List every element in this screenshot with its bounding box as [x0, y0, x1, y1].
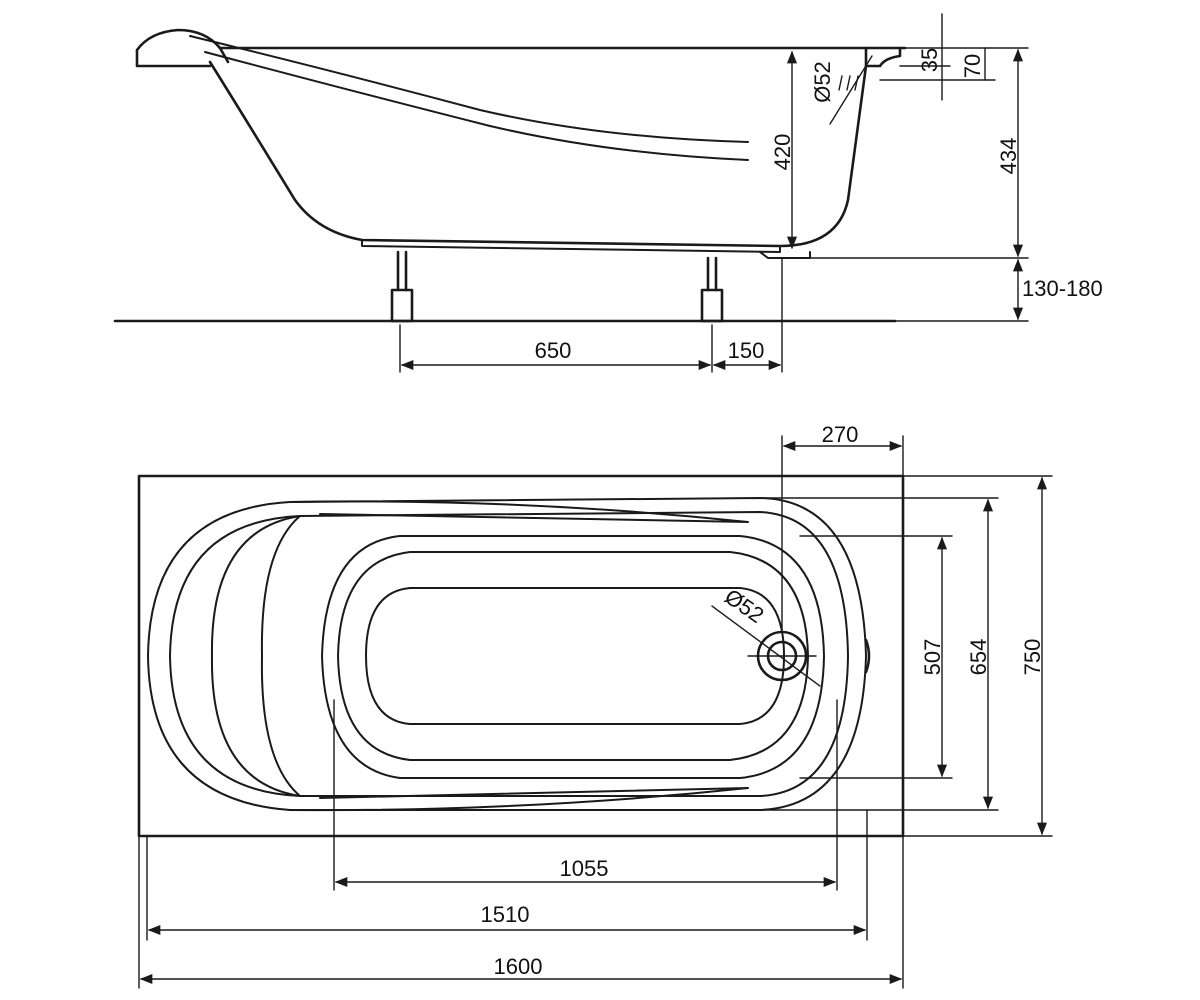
label-drain-diameter-top: Ø52 [720, 584, 768, 628]
support-frame [361, 239, 781, 253]
basin-contour-outer [321, 535, 825, 779]
label-inner-depth: 420 [770, 134, 795, 171]
label-leg-spacing: 650 [535, 338, 572, 363]
label-rim-depth: 70 [960, 54, 985, 78]
seat-contour [210, 515, 301, 797]
overflow-mark-1 [838, 75, 843, 91]
overflow-mark-2 [846, 75, 851, 91]
overflow-notch [864, 638, 871, 674]
backrest-bottom-wedge [289, 787, 749, 812]
backrest-curve-outer [189, 35, 749, 143]
side-view: 420 Ø52 434 130-180 35 70 650 150 [113, 13, 1103, 373]
label-leg-height: 130-180 [1022, 276, 1103, 301]
top-view: Ø52 270 507 654 750 1055 1510 [137, 422, 1053, 989]
basin-contour-middle [337, 551, 809, 761]
tub-outer-rect [137, 474, 905, 838]
label-inner-width: 507 [920, 639, 945, 676]
basin-floor [365, 587, 785, 725]
label-inner-length: 1055 [560, 856, 609, 881]
leg-left [390, 250, 414, 323]
leader-drain-side [829, 55, 873, 125]
leg-right [700, 256, 724, 323]
label-rim-height: 35 [917, 48, 942, 72]
tub-outer-shell [208, 60, 868, 248]
rim-lip [864, 46, 902, 68]
backrest-curve-inner [204, 51, 749, 161]
label-total-length: 1600 [494, 954, 543, 979]
drain-leader [711, 605, 821, 687]
label-drain-diameter-side: Ø52 [810, 61, 835, 103]
label-middle-length: 1510 [481, 902, 530, 927]
label-total-width: 750 [1020, 639, 1045, 676]
headrest-curl [135, 28, 230, 68]
label-middle-width: 654 [966, 639, 991, 676]
backrest-top-wedge [289, 500, 749, 523]
label-leg-offset: 150 [728, 338, 765, 363]
drain-foot [759, 251, 811, 259]
label-total-height: 434 [996, 138, 1021, 175]
label-drain-offset: 270 [822, 422, 859, 447]
